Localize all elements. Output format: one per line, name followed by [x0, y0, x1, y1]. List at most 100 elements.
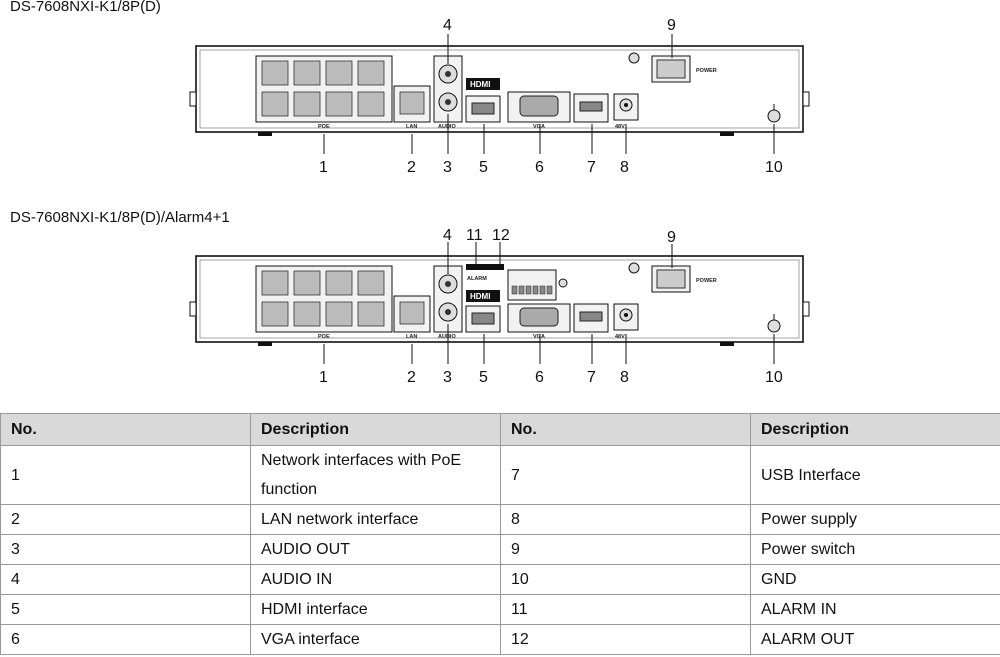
power-label-1: POWER [696, 68, 717, 74]
header-no-1: No. [0, 413, 251, 446]
hdmi-logo-1: HDMI [470, 80, 490, 89]
callout-lines-2 [323, 242, 775, 364]
callout-3: 3 [443, 159, 452, 176]
table-row: 6 VGA interface 12 ALARM OUT [0, 624, 1000, 655]
hdmi-port-2: HDMI [465, 290, 501, 333]
cell-description: LAN network interface [250, 504, 501, 535]
table-row: 4 AUDIO IN 10 GND [0, 564, 1000, 595]
callout-1: 1 [319, 159, 328, 176]
callout-8: 8 [620, 369, 629, 386]
model-title-1: DS-7608NXI-K1/8P(D) [10, 0, 161, 15]
rear-panel-diagram-2: POE LAN AUDIO ALARM HDMI VGA [189, 227, 810, 386]
gnd-terminal-1 [767, 104, 781, 123]
vga-label-2: VGA [533, 334, 545, 340]
callout-4: 4 [443, 17, 452, 34]
callout-numbers-1: 1 2 3 4 5 6 7 8 9 10 [319, 17, 783, 176]
audio-ports-1: AUDIO [433, 55, 463, 130]
lan-label-1: LAN [406, 124, 417, 130]
table-row: 1 Network interfaces with PoE function 7… [0, 445, 1000, 505]
usb-port-1 [573, 93, 609, 123]
power-input-2: 48V [613, 303, 639, 340]
interface-description-table: No. Description No. Description 1 Networ… [0, 413, 1000, 655]
callout-12: 12 [492, 227, 510, 244]
cell-no: 4 [0, 564, 251, 595]
callout-8: 8 [620, 159, 629, 176]
cell-description: Power switch [750, 534, 1000, 565]
cell-description: ALARM IN [750, 594, 1000, 625]
callout-2: 2 [407, 369, 416, 386]
cell-description: ALARM OUT [750, 624, 1000, 655]
callout-numbers-2: 1 2 3 4 5 6 7 8 9 10 11 12 [319, 227, 783, 386]
power-input-label-1: 48V [615, 124, 625, 130]
rear-panel-diagram-1: POE LAN AUDIO HDMI VGA 48V P [189, 17, 810, 176]
poe-label-2: POE [318, 334, 330, 340]
vga-port-1: VGA [507, 91, 571, 130]
poe-ports-2: POE [255, 265, 393, 340]
callout-4: 4 [443, 227, 452, 244]
lan-port-1: LAN [393, 85, 431, 130]
callout-10: 10 [765, 369, 783, 386]
lan-label-2: LAN [406, 334, 417, 340]
vga-label-1: VGA [533, 124, 545, 130]
poe-ports-1: POE [255, 55, 393, 130]
cell-description: Power supply [750, 504, 1000, 535]
callout-9: 9 [667, 17, 676, 34]
alarm-terminal-2: ALARM [466, 264, 568, 301]
callout-3: 3 [443, 369, 452, 386]
cell-no: 10 [500, 564, 751, 595]
cell-description: Network interfaces with PoE function [250, 445, 501, 505]
callout-6: 6 [535, 159, 544, 176]
callout-10: 10 [765, 159, 783, 176]
table-row: 3 AUDIO OUT 9 Power switch [0, 534, 1000, 565]
audio-ports-2: AUDIO [433, 265, 463, 340]
audio-label-1: AUDIO [438, 124, 456, 130]
hdmi-logo-2: HDMI [470, 292, 490, 301]
callout-2: 2 [407, 159, 416, 176]
table-header-row: No. Description No. Description [0, 413, 1000, 446]
power-input-1: 48V [613, 93, 639, 130]
cell-description: GND [750, 564, 1000, 595]
cell-description: AUDIO OUT [250, 534, 501, 565]
callout-7: 7 [587, 369, 596, 386]
callout-6: 6 [535, 369, 544, 386]
table-row: 5 HDMI interface 11 ALARM IN [0, 594, 1000, 625]
power-input-label-2: 48V [615, 334, 625, 340]
cell-description: AUDIO IN [250, 564, 501, 595]
cell-no: 2 [0, 504, 251, 535]
callout-7: 7 [587, 159, 596, 176]
lan-port-2: LAN [393, 295, 431, 340]
poe-label-1: POE [318, 124, 330, 130]
cell-no: 8 [500, 504, 751, 535]
cell-no: 11 [500, 594, 751, 625]
callout-1: 1 [319, 369, 328, 386]
alarm-label-2: ALARM [467, 276, 487, 282]
usb-port-2 [573, 303, 609, 333]
power-switch-1: POWER [628, 52, 717, 83]
cell-no: 12 [500, 624, 751, 655]
cell-description: HDMI interface [250, 594, 501, 625]
cell-no: 6 [0, 624, 251, 655]
cell-description: VGA interface [250, 624, 501, 655]
callout-5: 5 [479, 369, 488, 386]
gnd-terminal-2 [767, 314, 781, 333]
hdmi-port-1: HDMI [465, 78, 501, 123]
header-description-1: Description [250, 413, 501, 446]
audio-label-2: AUDIO [438, 334, 456, 340]
cell-description: USB Interface [750, 445, 1000, 505]
power-label-2: POWER [696, 278, 717, 284]
callout-11: 11 [466, 227, 483, 244]
cell-no: 9 [500, 534, 751, 565]
cell-no: 1 [0, 445, 251, 505]
cell-no: 7 [500, 445, 751, 505]
vga-port-2: VGA [507, 303, 571, 340]
cell-no: 5 [0, 594, 251, 625]
header-description-2: Description [750, 413, 1000, 446]
power-switch-2: POWER [628, 262, 717, 293]
callout-9: 9 [667, 229, 676, 246]
table-row: 2 LAN network interface 8 Power supply [0, 504, 1000, 535]
cell-no: 3 [0, 534, 251, 565]
callout-5: 5 [479, 159, 488, 176]
header-no-2: No. [500, 413, 751, 446]
callout-lines-1 [323, 34, 775, 154]
model-title-2: DS-7608NXI-K1/8P(D)/Alarm4+1 [10, 209, 230, 226]
